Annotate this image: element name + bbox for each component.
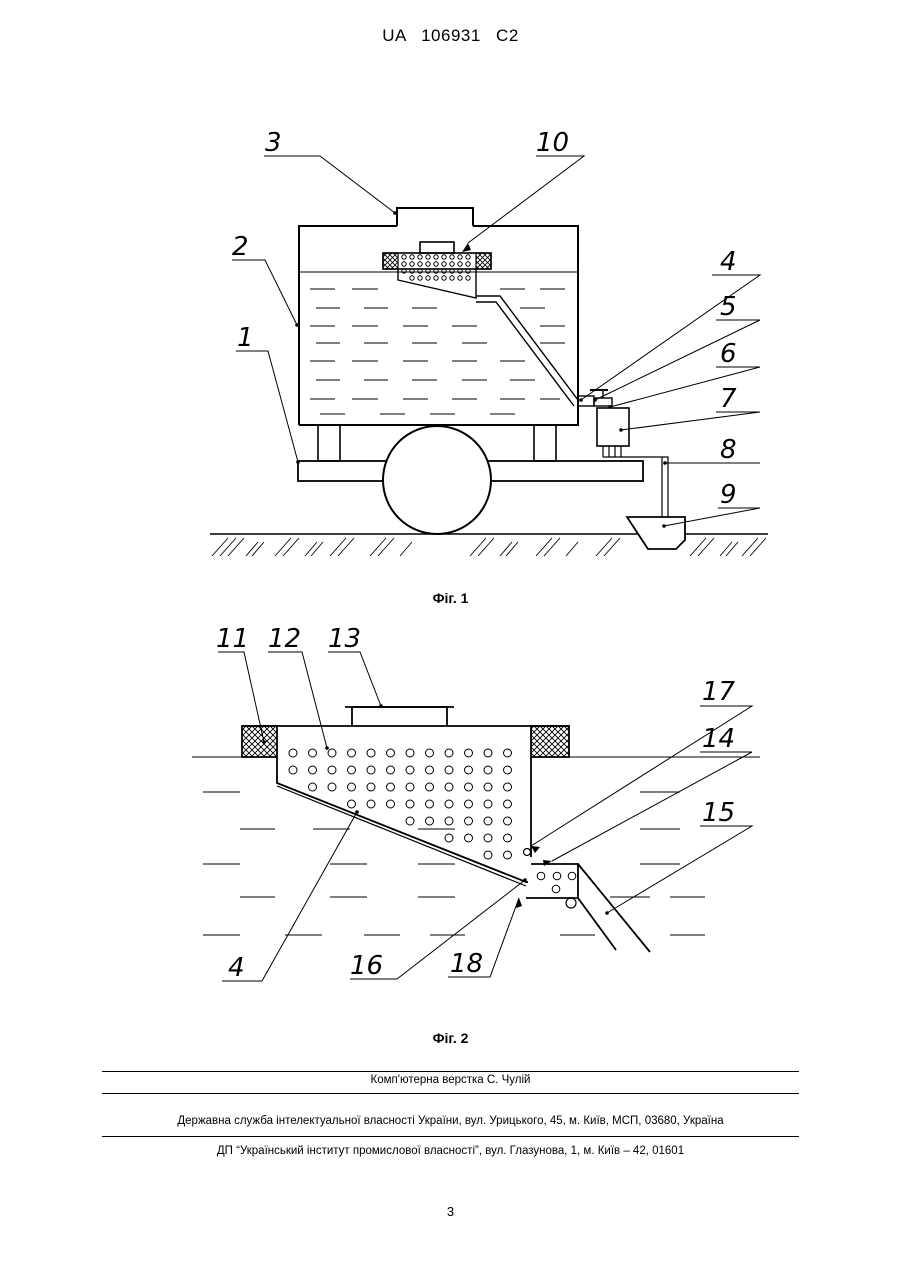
float-left xyxy=(242,726,277,757)
fig2-label-17: 17 xyxy=(702,677,736,707)
pump-box xyxy=(597,408,629,446)
footer-rule-middle xyxy=(102,1093,799,1094)
fig1-label-3: 3 xyxy=(265,128,282,158)
footer-rule-bottom xyxy=(102,1136,799,1137)
footer-layout-credit: Комп'ютерна верстка С. Чулій xyxy=(0,1074,901,1086)
fig2-label-11: 11 xyxy=(216,624,249,654)
tank-body xyxy=(299,226,578,425)
fig1-label-10: 10 xyxy=(536,128,569,158)
footer-office-address: Державна служба інтелектуальної власност… xyxy=(0,1115,901,1127)
neck xyxy=(352,707,447,726)
fig1-label-6: 6 xyxy=(720,339,737,369)
figure-1-caption: Фіг. 1 xyxy=(0,590,901,606)
figure-1-drawing: 3 10 2 1 4 5 6 7 8 9 xyxy=(0,0,901,600)
figure-2-caption: Фіг. 2 xyxy=(0,1030,901,1046)
fig1-label-2: 2 xyxy=(232,232,249,262)
fig2-label-16: 16 xyxy=(350,951,383,981)
fig2-label-18: 18 xyxy=(450,949,483,979)
fig1-label-9: 9 xyxy=(720,480,737,510)
fig1-label-1: 1 xyxy=(237,323,254,353)
float-right xyxy=(531,726,569,757)
fig2-label-14: 14 xyxy=(702,724,735,754)
footer-rule-top xyxy=(102,1071,799,1072)
fig2-label-12: 12 xyxy=(268,624,301,654)
footer-institute-address: ДП “Український інститут промислової вла… xyxy=(0,1145,901,1157)
fig1-label-7: 7 xyxy=(720,384,737,414)
fig1-label-8: 8 xyxy=(720,435,737,465)
filter-housing xyxy=(277,757,531,882)
filler-neck xyxy=(397,208,473,226)
fig1-label-5: 5 xyxy=(720,292,737,322)
fig2-label-4: 4 xyxy=(228,953,245,983)
sprayer xyxy=(627,517,685,549)
fig2-label-13: 13 xyxy=(328,624,361,654)
figure-2-drawing: 11 12 13 17 14 15 4 16 18 xyxy=(0,620,901,1010)
fig1-label-4: 4 xyxy=(720,247,737,277)
wheel xyxy=(383,426,491,534)
page-number: 3 xyxy=(0,1204,901,1219)
fig2-label-15: 15 xyxy=(702,798,735,828)
